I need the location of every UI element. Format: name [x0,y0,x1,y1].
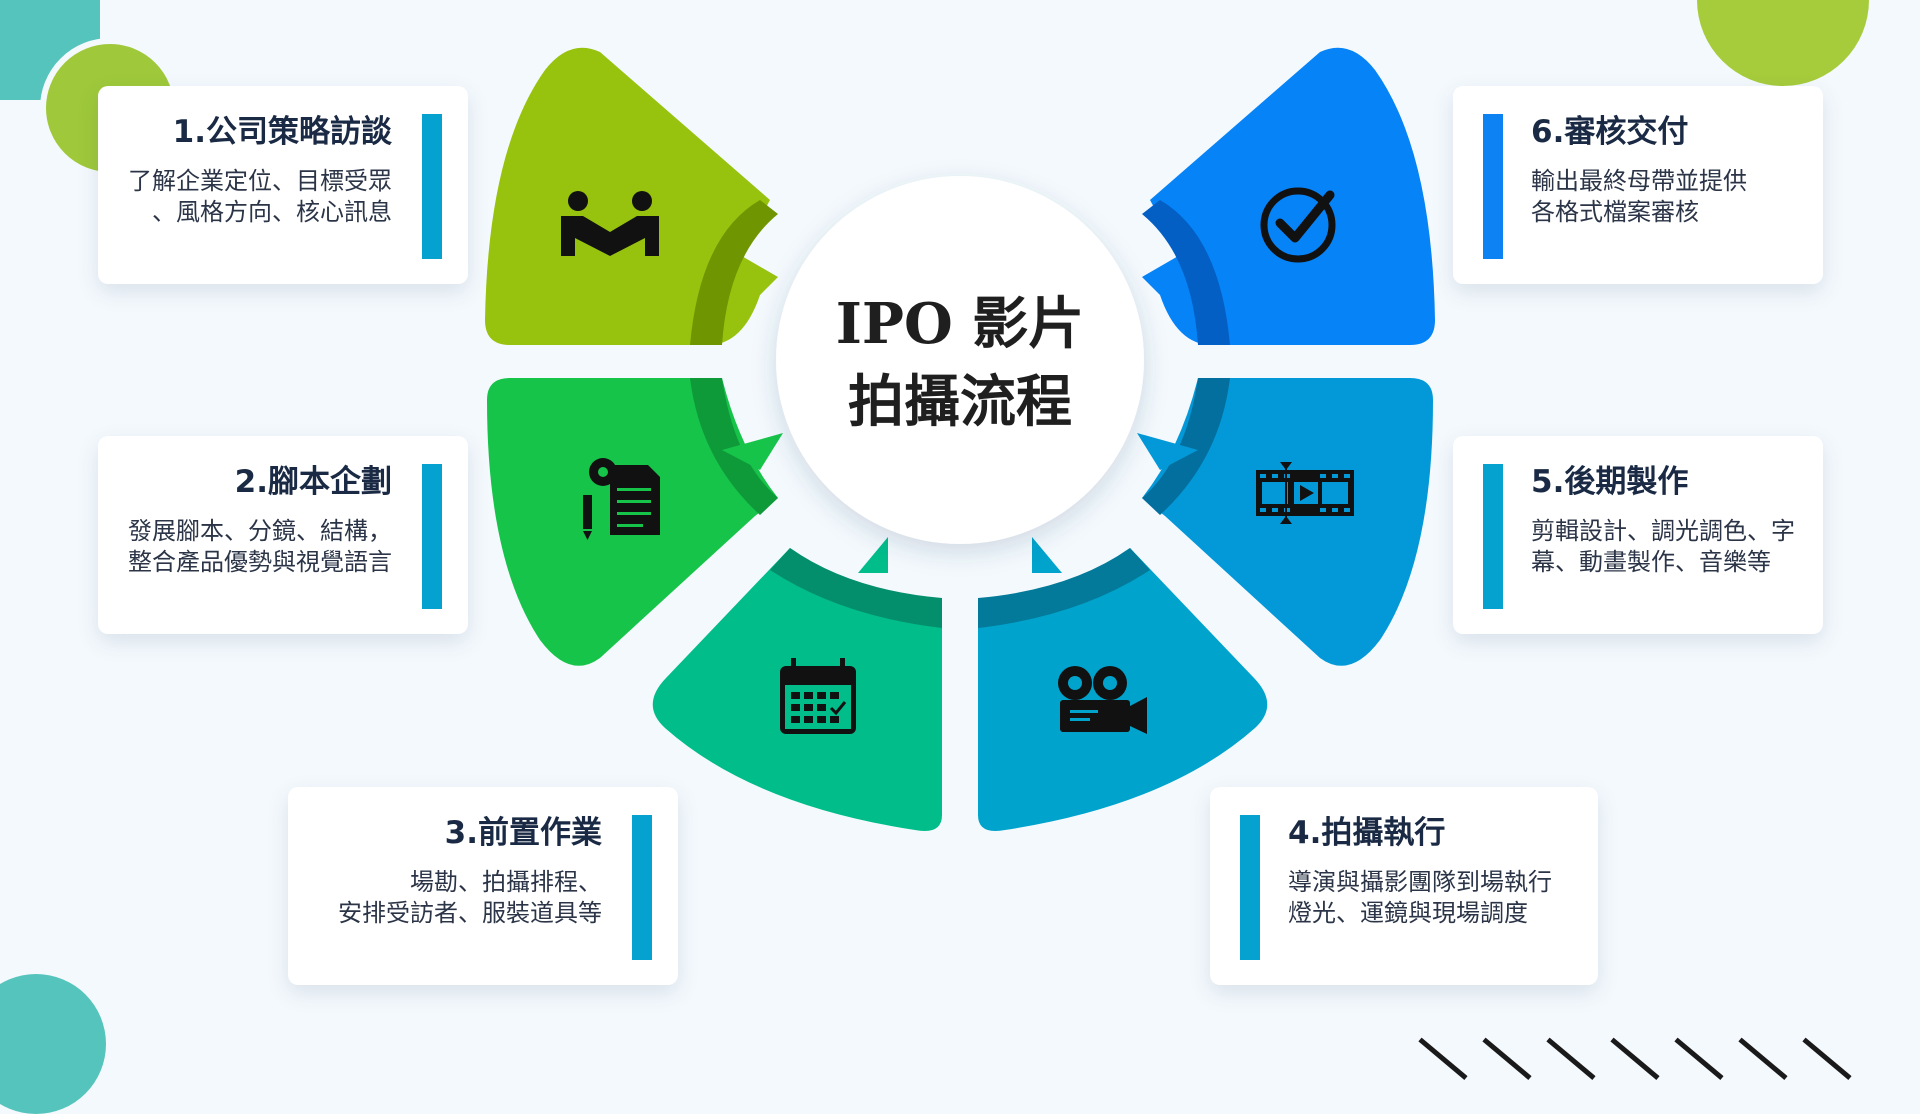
video-camera-icon [1058,666,1147,734]
step-card-2[interactable]: 2.腳本企劃 發展腳本、分鏡、結構， 整合產品優勢與視覺語言 [98,436,468,634]
step-2-title: 2.腳本企劃 [234,464,392,500]
segment-5-inner-band [1142,378,1230,515]
step-card-3[interactable]: 3.前置作業 場勘、拍攝排程、 安排受訪者、服裝道具等 [288,787,678,985]
center-circle [776,176,1144,544]
segment-1-shape [485,47,778,345]
step-1-accent-bar [422,114,442,259]
handshake-icon [561,191,659,256]
center-title: IPO 影片 拍攝流程 [835,291,1085,435]
step-1-description: 了解企業定位、目標受眾 、風格方向、核心訊息 [128,167,392,226]
segment-6-shape [1142,47,1435,345]
check-circle-icon [1260,187,1336,263]
segment-3[interactable] [652,537,942,831]
step-card-4[interactable]: 4.拍攝執行 導演與攝影團隊到場執行 燈光、運鏡與現場調度 [1210,787,1598,985]
step-6-description: 輸出最終母帶並提供 各格式檔案審核 [1531,167,1747,226]
step-5-description: 剪輯設計、調光調色、字 幕、動畫製作、音樂等 [1531,517,1795,576]
step-5-title: 5.後期製作 [1531,464,1689,500]
step-card-1[interactable]: 1.公司策略訪談 了解企業定位、目標受眾 、風格方向、核心訊息 [98,86,468,284]
calendar-icon [780,658,856,734]
segment-2-inner-band [690,378,778,515]
step-card-5[interactable]: 5.後期製作 剪輯設計、調光調色、字 幕、動畫製作、音樂等 [1453,436,1823,634]
film-strip-icon [1256,462,1354,524]
step-4-description: 導演與攝影團隊到場執行 燈光、運鏡與現場調度 [1288,868,1552,927]
step-6-title: 6.審核交付 [1531,114,1689,150]
step-3-title: 3.前置作業 [444,815,602,851]
segment-5[interactable] [1137,378,1433,666]
segment-4[interactable] [978,537,1268,831]
step-2-description: 發展腳本、分鏡、結構， 整合產品優勢與視覺語言 [128,517,392,576]
segment-6-inner-band [1142,200,1230,345]
step-1-title: 1.公司策略訪談 [172,114,392,150]
segment-2[interactable] [487,378,783,666]
step-2-accent-bar [422,464,442,609]
step-3-accent-bar [632,815,652,960]
segment-1-inner-band [690,200,778,345]
segment-3-inner-band [770,548,942,628]
segment-4-inner-band [978,548,1150,628]
step-4-title: 4.拍攝執行 [1288,815,1446,851]
step-4-accent-bar [1240,815,1260,960]
document-gear-icon [583,458,660,540]
step-3-description: 場勘、拍攝排程、 安排受訪者、服裝道具等 [338,868,602,927]
segment-6[interactable] [1142,47,1435,345]
segment-1[interactable] [485,47,778,345]
step-6-accent-bar [1483,114,1503,259]
step-card-6[interactable]: 6.審核交付 輸出最終母帶並提供 各格式檔案審核 [1453,86,1823,284]
step-5-accent-bar [1483,464,1503,609]
process-wheel [485,47,1435,831]
